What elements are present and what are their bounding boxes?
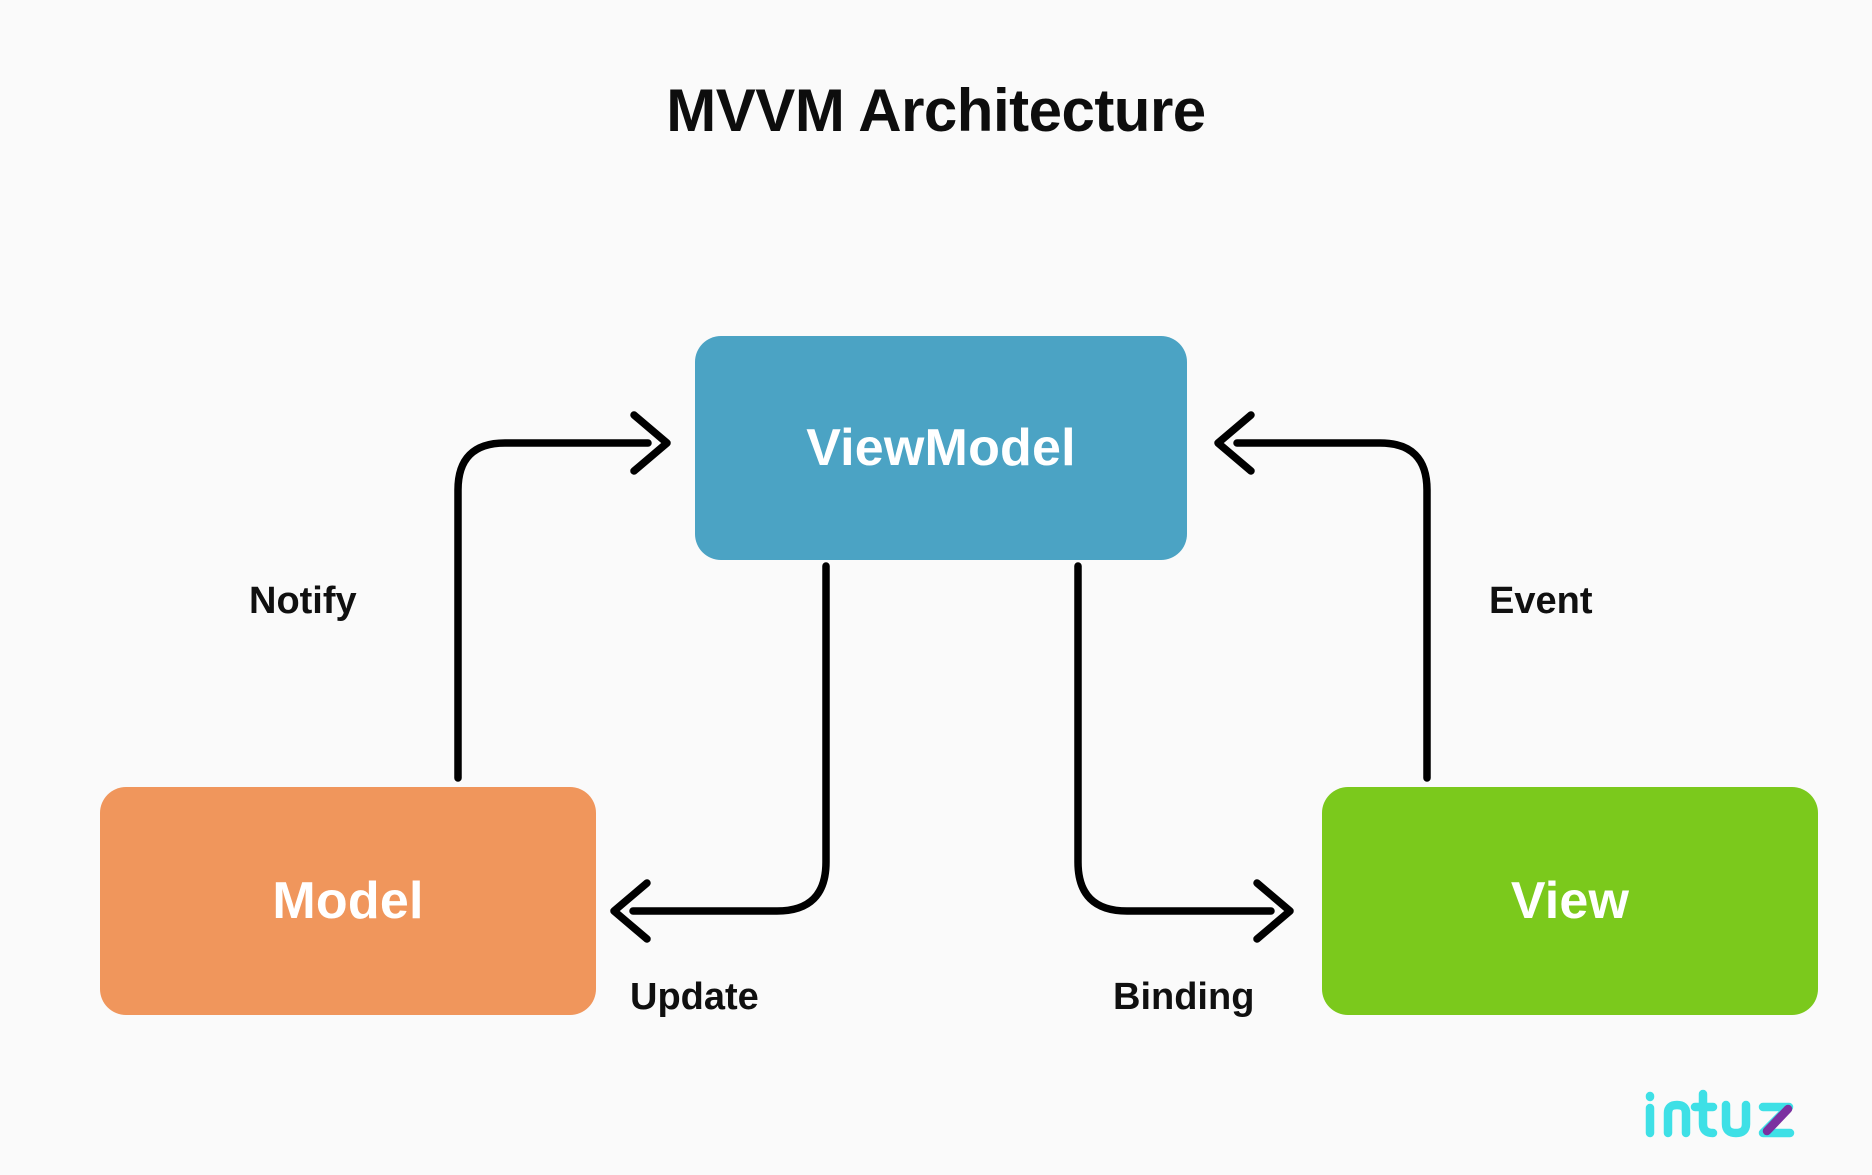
node-view-label: View bbox=[1510, 872, 1630, 930]
node-model-label: Model bbox=[272, 872, 424, 930]
edge-label-notify: Notify bbox=[249, 580, 357, 622]
intuz-logo bbox=[1645, 1089, 1795, 1138]
node-model[interactable]: Model bbox=[100, 787, 596, 1015]
page-title: MVVM Architecture bbox=[666, 77, 1206, 144]
edge-binding bbox=[1074, 562, 1294, 943]
node-view[interactable]: View bbox=[1322, 787, 1818, 1015]
edge-label-update: Update bbox=[630, 976, 759, 1018]
edge-event bbox=[1214, 411, 1431, 782]
edge-label-event: Event bbox=[1489, 580, 1593, 622]
edge-update bbox=[610, 562, 830, 943]
intuz-logo-accent bbox=[1762, 1104, 1793, 1136]
node-viewmodel-label: ViewModel bbox=[806, 419, 1076, 477]
edge-label-binding: Binding bbox=[1113, 976, 1255, 1018]
edge-notify bbox=[454, 411, 671, 782]
node-viewmodel[interactable]: ViewModel bbox=[695, 336, 1187, 560]
